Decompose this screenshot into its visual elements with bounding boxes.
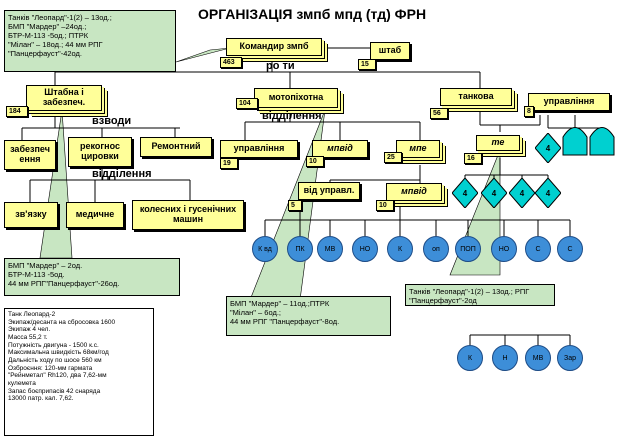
callout-pointer-top <box>175 47 231 63</box>
staff-count: 15 <box>358 59 376 70</box>
note-mid: БМП "Мардер" – 11од.;ПТРК "Мілан" – 6од.… <box>226 296 391 336</box>
mpe-box: мпе <box>396 140 440 158</box>
crew-circle: К <box>457 345 483 371</box>
commander-box: Командир змпб <box>226 38 322 56</box>
tank-diamond: 4 <box>509 178 535 208</box>
label-sections: відділення <box>92 168 152 180</box>
supply-platoon-box: забезпеч ення <box>4 140 56 170</box>
diagram-title: ОРГАНІЗАЦІЯ змпб мпд (тд) ФРН <box>198 6 427 22</box>
label-companies: ро ти <box>266 60 295 72</box>
mpvid2-box: мпвід <box>386 183 442 201</box>
callout-pointer-left <box>39 109 73 259</box>
tank-diamond: 4 <box>535 178 561 208</box>
tank-mgmt-box: управління <box>528 93 610 111</box>
crew-circle: МВ <box>525 345 551 371</box>
tank-info-panel: Танк Леопард-2 Экипаж/десанта на сбросов… <box>4 308 154 436</box>
tank-company-box: танкова <box>440 88 512 106</box>
commander-count: 463 <box>220 57 242 68</box>
mgmt-arch-shape <box>562 124 588 156</box>
te-box: те <box>476 135 520 151</box>
mpvid2-count: 10 <box>376 200 394 211</box>
soldier-circle: К <box>387 236 413 262</box>
tank-diamond: 4 <box>535 133 561 163</box>
moto-mgmt-count: 19 <box>220 158 238 169</box>
note-top: Танків "Леопард"-1(2) – 13од.; БМП "Мард… <box>4 10 176 72</box>
wheel-track-section-box: колесних і гусенічних машин <box>132 200 244 230</box>
mpvid-count: 10 <box>306 156 324 167</box>
moto-mgmt-box: управління <box>220 140 298 158</box>
soldier-circle: ПОП <box>455 236 481 262</box>
crew-circle: Н <box>492 345 518 371</box>
soldier-circle: НО <box>491 236 517 262</box>
soldier-circle: С <box>557 236 583 262</box>
mpe-count: 25 <box>384 152 402 163</box>
mgmt-arch-shape <box>589 124 615 156</box>
signal-section-box: зв'язку <box>4 202 58 228</box>
medical-section-box: медичне <box>66 202 124 228</box>
from-mgmt-count: 5 <box>288 200 302 211</box>
note-left: БМП "Мардер" – 2од. БТР-М-113 -5од. 44 м… <box>4 258 180 296</box>
label-platoons: взводи <box>92 115 132 127</box>
repair-platoon-box: Ремонтний <box>140 137 212 157</box>
label-moto-sections: відділення <box>262 110 322 122</box>
crew-circle: Зар <box>557 345 583 371</box>
recon-platoon-box: рекогнос цировки <box>68 137 132 167</box>
soldier-circle: МВ <box>317 236 343 262</box>
staff-box: штаб <box>370 42 410 60</box>
note-right: Танків "Леопард"-1(2) – 13од.; РПГ "Панц… <box>405 284 555 306</box>
soldier-circle: К вд <box>252 236 278 262</box>
soldier-circle: НО <box>352 236 378 262</box>
soldier-circle: оп <box>423 236 449 262</box>
soldier-circle: С <box>525 236 551 262</box>
tank-mgmt-count: 8 <box>524 106 534 117</box>
te-count: 16 <box>464 153 482 164</box>
tank-diamond: 4 <box>481 178 507 208</box>
soldier-circle: ПК <box>287 236 313 262</box>
mpvid-box: мпвід <box>312 140 368 158</box>
tank-company-count: 56 <box>430 108 448 119</box>
moto-company-box: мотопіхотна <box>254 88 338 108</box>
from-mgmt-box: від управл. <box>298 182 360 200</box>
support-company-count: 184 <box>6 106 28 117</box>
moto-company-count: 104 <box>236 98 258 109</box>
tank-diamond: 4 <box>452 178 478 208</box>
support-company-box: Штабна і забезпеч. <box>26 85 102 111</box>
